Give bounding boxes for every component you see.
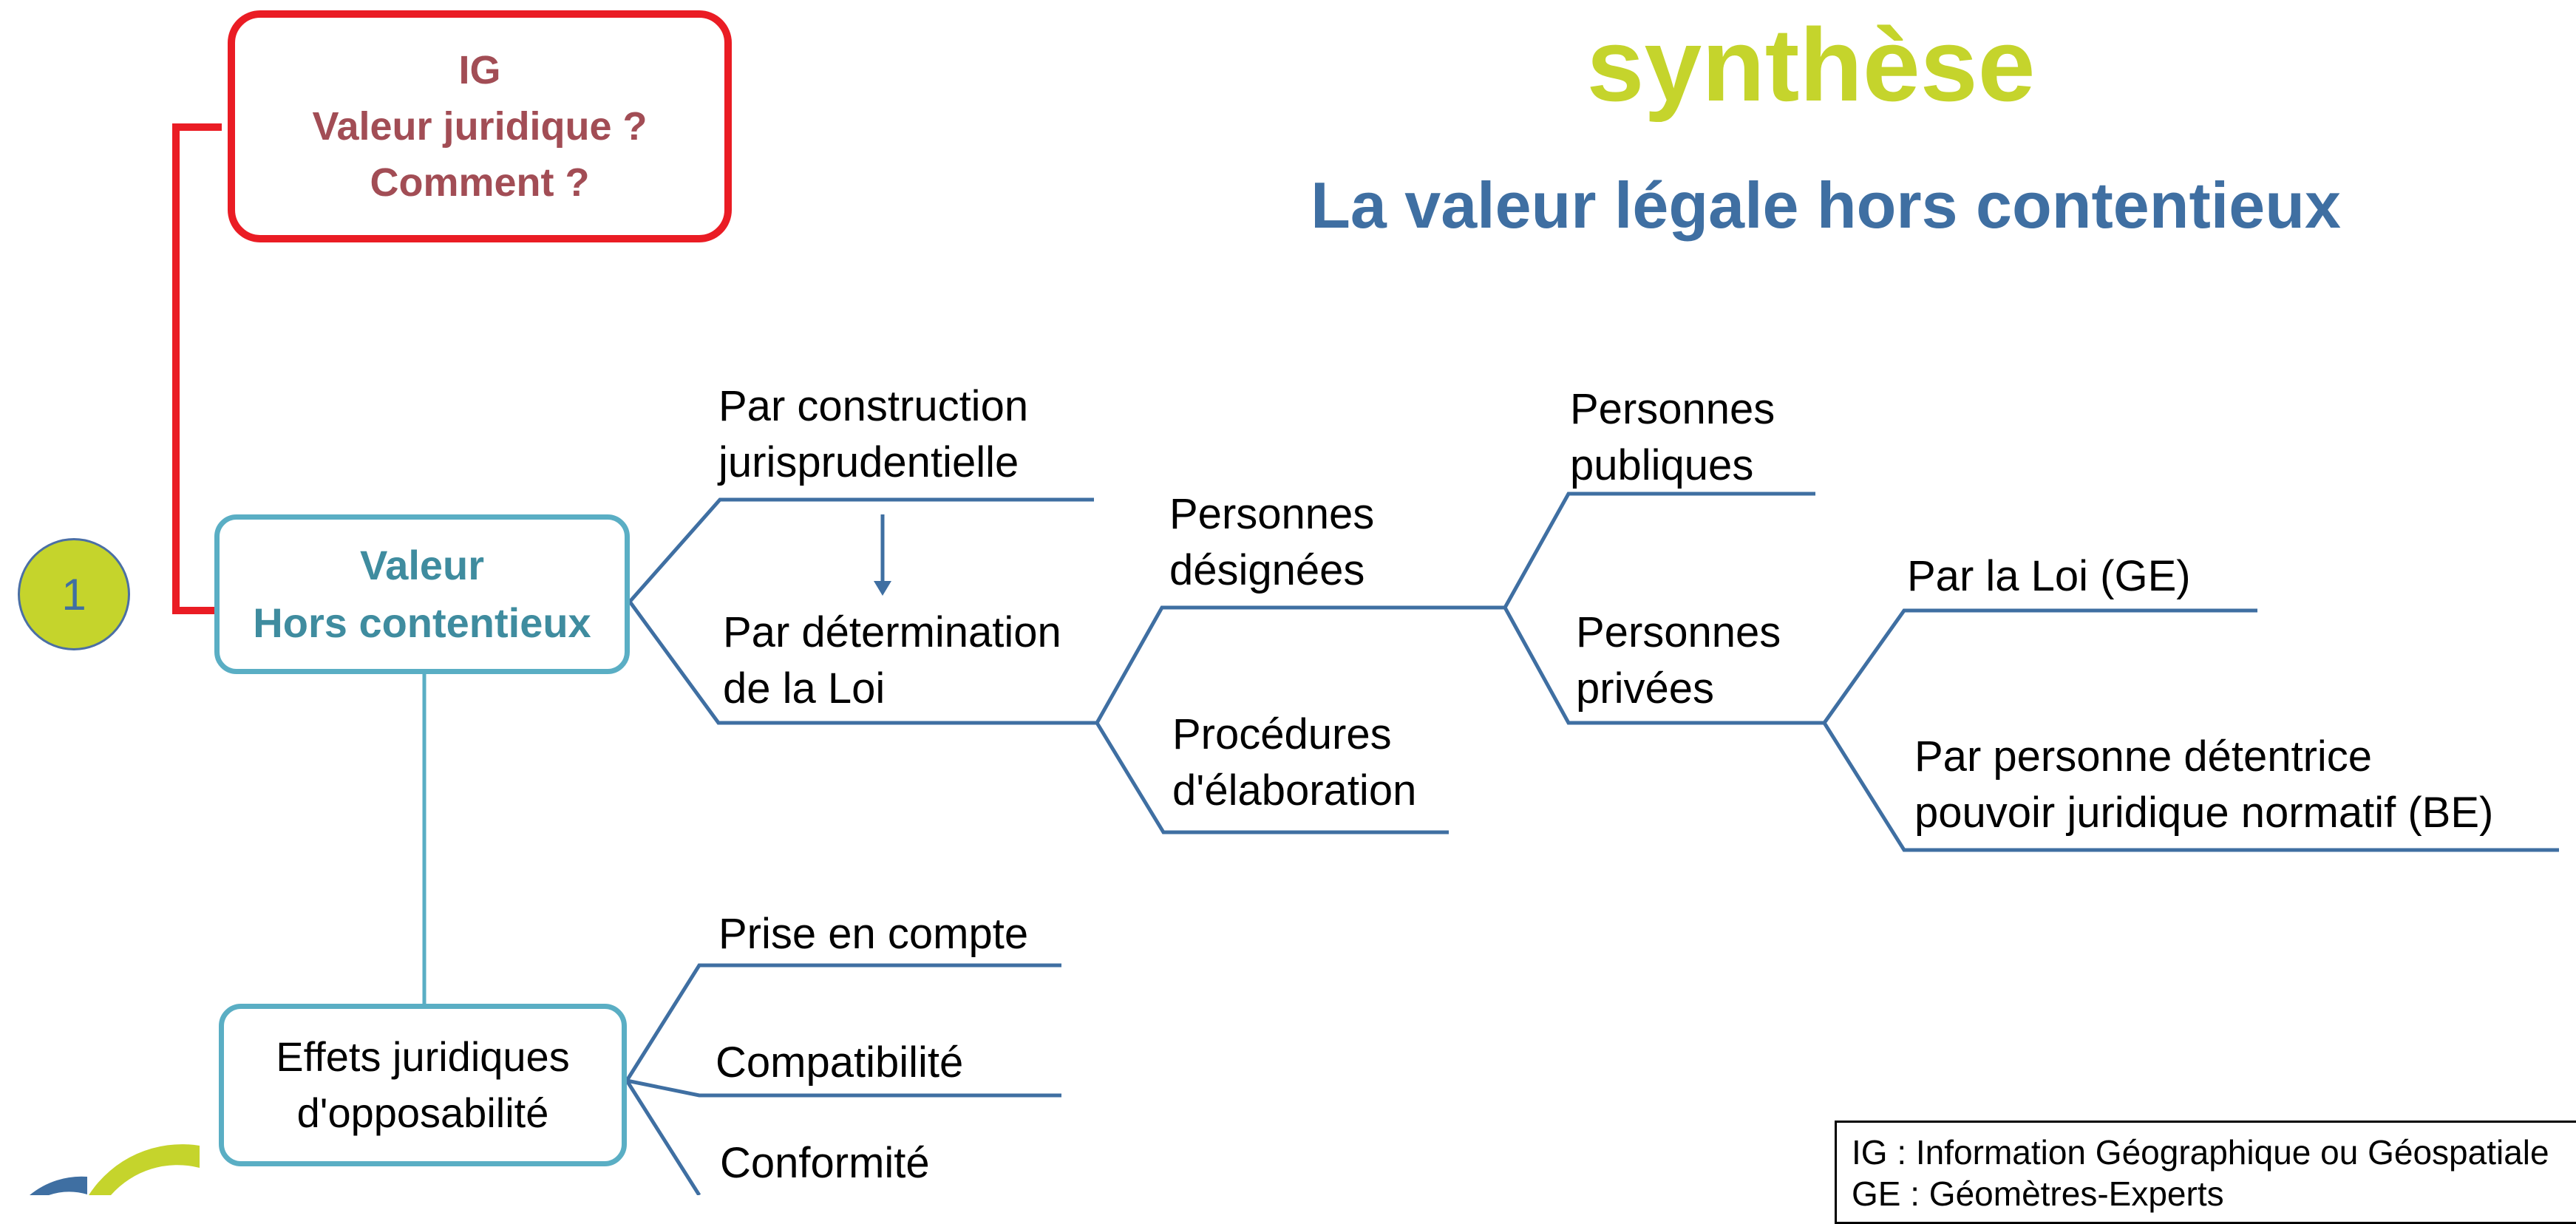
- label-par-personne-l2: pouvoir juridique normatif (BE): [1914, 789, 2494, 837]
- branch-procedures: [1095, 721, 1449, 834]
- page-subtitle: La valeur légale hors contentieux: [1311, 169, 2341, 242]
- branch-privees: [1503, 606, 1824, 725]
- valeur-line-2: Hors contentieux: [253, 599, 591, 646]
- branch-par-personne: [1822, 721, 2559, 852]
- valeur-hors-contentieux-box: Valeur Hors contentieux: [214, 514, 630, 674]
- red-bracket-connector: [172, 123, 222, 614]
- branch-prise-en-compte: [625, 963, 1061, 1082]
- valeur-line-1: Valeur: [359, 542, 485, 588]
- label-par-la-loi: Par la Loi (GE): [1907, 552, 2191, 600]
- label-personnes-designees: Personnes désignées: [1169, 486, 1374, 599]
- label-par-determination-l2: de la Loi: [723, 664, 886, 713]
- label-prise-en-compte: Prise en compte: [718, 910, 1029, 958]
- ig-line-2: Valeur juridique ?: [312, 104, 648, 149]
- branch-designees: [1095, 605, 1505, 724]
- legend-line-1: IG : Information Géographique ou Géospat…: [1852, 1133, 2549, 1172]
- label-procedures-l2: d'élaboration: [1172, 766, 1417, 815]
- abbreviation-legend: IG : Information Géographique ou Géospat…: [1835, 1121, 2576, 1224]
- page-title: synthèse: [1586, 7, 2036, 123]
- legend-line-2: GE : Géomètres-Experts: [1852, 1174, 2224, 1213]
- label-publiques-l2: publiques: [1570, 441, 1754, 489]
- branch-conformite: [625, 1079, 701, 1195]
- branch-determination: [628, 600, 1097, 725]
- label-par-construction: Par construction jurisprudentielle: [718, 378, 1028, 491]
- label-par-determination-l1: Par détermination: [723, 608, 1061, 656]
- ig-question-box: IG Valeur juridique ? Comment ?: [228, 10, 732, 242]
- label-par-determination: Par détermination de la Loi: [723, 605, 1061, 717]
- label-designees-l1: Personnes: [1169, 490, 1375, 538]
- label-designees-l2: désignées: [1169, 546, 1365, 594]
- label-privees-l1: Personnes: [1576, 608, 1781, 656]
- effets-juridiques-box: Effets juridiques d'opposabilité: [219, 1004, 627, 1166]
- label-publiques-l1: Personnes: [1570, 385, 1775, 433]
- branch-construction: [628, 497, 1094, 603]
- label-par-construction-l1: Par construction: [718, 382, 1029, 430]
- label-conformite: Conformité: [720, 1139, 930, 1187]
- label-procedures: Procédures d'élaboration: [1172, 707, 1416, 819]
- logo-icon: [30, 1144, 200, 1195]
- step-badge: 1: [18, 538, 130, 650]
- ig-line-3: Comment ?: [370, 160, 590, 205]
- effets-line-2: d'opposabilité: [296, 1089, 549, 1136]
- effets-line-1: Effets juridiques: [276, 1033, 570, 1080]
- branch-par-la-loi: [1822, 608, 2257, 724]
- label-compatibilite: Compatibilité: [716, 1038, 964, 1087]
- label-personnes-publiques: Personnes publiques: [1570, 381, 1775, 494]
- label-personnes-privees: Personnes privées: [1576, 605, 1781, 717]
- connector-lines: [172, 123, 2559, 1195]
- arrow-head: [874, 581, 891, 596]
- label-privees-l2: privées: [1576, 664, 1714, 713]
- label-par-personne-l1: Par personne détentrice: [1914, 732, 2373, 781]
- branch-publiques: [1503, 492, 1815, 609]
- label-par-personne: Par personne détentrice pouvoir juridiqu…: [1914, 729, 2493, 841]
- label-par-construction-l2: jurisprudentielle: [718, 438, 1019, 486]
- branch-compatibilite: [626, 1078, 1061, 1098]
- ig-line-1: IG: [458, 48, 501, 92]
- label-procedures-l1: Procédures: [1172, 710, 1392, 758]
